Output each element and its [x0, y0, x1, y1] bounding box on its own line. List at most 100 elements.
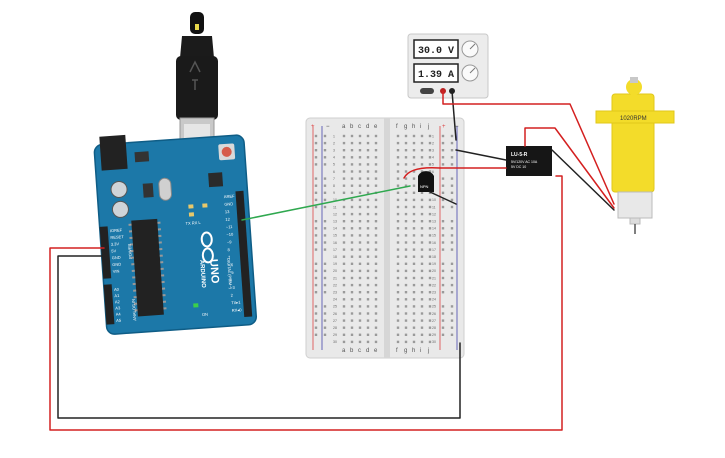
breadboard-hole[interactable]	[342, 248, 346, 251]
breadboard-hole[interactable]	[358, 291, 362, 294]
rail-hole[interactable]	[441, 312, 445, 315]
npn-transistor[interactable]: NPN	[418, 171, 434, 192]
breadboard-hole[interactable]	[412, 141, 416, 145]
breadboard-hole[interactable]	[404, 276, 408, 280]
breadboard-hole[interactable]	[420, 248, 424, 251]
breadboard-hole[interactable]	[342, 212, 346, 216]
rail-hole[interactable]	[323, 198, 327, 202]
rail-hole[interactable]	[441, 326, 445, 329]
breadboard-hole[interactable]	[428, 255, 432, 258]
breadboard-hole[interactable]	[420, 212, 424, 216]
rail-hole[interactable]	[441, 248, 445, 251]
breadboard-hole[interactable]	[366, 255, 370, 258]
rail-hole[interactable]	[441, 156, 445, 159]
breadboard-hole[interactable]	[374, 255, 378, 258]
breadboard-hole[interactable]	[350, 241, 354, 244]
rail-hole[interactable]	[450, 241, 454, 244]
reset-button[interactable]	[221, 146, 232, 158]
breadboard-hole[interactable]	[396, 227, 400, 230]
breadboard-hole[interactable]	[358, 312, 362, 315]
breadboard-hole[interactable]	[420, 241, 424, 244]
breadboard-hole[interactable]	[342, 326, 346, 329]
breadboard-hole[interactable]	[374, 248, 378, 251]
breadboard-hole[interactable]	[404, 205, 408, 209]
breadboard-hole[interactable]	[374, 227, 378, 230]
breadboard-hole[interactable]	[420, 298, 424, 301]
breadboard-hole[interactable]	[366, 212, 370, 216]
breadboard-hole[interactable]	[412, 191, 416, 194]
breadboard-hole[interactable]	[420, 255, 424, 258]
rail-hole[interactable]	[323, 227, 327, 230]
breadboard-hole[interactable]	[350, 298, 354, 301]
breadboard-hole[interactable]	[404, 262, 408, 265]
breadboard-hole[interactable]	[374, 220, 378, 223]
rail-hole[interactable]	[323, 205, 327, 209]
breadboard-hole[interactable]	[404, 141, 408, 145]
breadboard-hole[interactable]	[350, 191, 354, 194]
rail-hole[interactable]	[450, 227, 454, 230]
breadboard-hole[interactable]	[358, 184, 362, 187]
breadboard-hole[interactable]	[350, 291, 354, 294]
breadboard-hole[interactable]	[342, 177, 346, 180]
breadboard-hole[interactable]	[420, 198, 424, 202]
breadboard-hole[interactable]	[342, 227, 346, 230]
rail-hole[interactable]	[314, 134, 318, 138]
breadboard-hole[interactable]	[404, 291, 408, 294]
breadboard-hole[interactable]	[404, 333, 408, 336]
rail-hole[interactable]	[314, 312, 318, 315]
rail-hole[interactable]	[450, 248, 454, 251]
breadboard-hole[interactable]	[342, 234, 346, 237]
rail-hole[interactable]	[323, 234, 327, 237]
breadboard-hole[interactable]	[350, 184, 354, 187]
breadboard-hole[interactable]	[420, 220, 424, 223]
rail-hole[interactable]	[441, 234, 445, 237]
breadboard-hole[interactable]	[404, 134, 408, 138]
rail-hole[interactable]	[441, 227, 445, 230]
breadboard-hole[interactable]	[358, 319, 362, 322]
breadboard-hole[interactable]	[358, 326, 362, 329]
wire-black-transistor[interactable]	[429, 191, 457, 205]
breadboard-hole[interactable]	[366, 234, 370, 237]
breadboard-hole[interactable]	[396, 205, 400, 209]
rail-hole[interactable]	[314, 319, 318, 322]
breadboard-hole[interactable]	[404, 227, 408, 230]
breadboard-hole[interactable]	[342, 262, 346, 265]
rail-hole[interactable]	[441, 319, 445, 322]
breadboard-hole[interactable]	[374, 283, 378, 287]
breadboard-hole[interactable]	[428, 248, 432, 251]
breadboard-hole[interactable]	[350, 340, 354, 344]
breadboard-hole[interactable]	[404, 156, 408, 159]
breadboard-hole[interactable]	[412, 227, 416, 230]
breadboard-hole[interactable]	[396, 305, 400, 308]
rail-hole[interactable]	[314, 177, 318, 180]
breadboard-hole[interactable]	[420, 227, 424, 230]
rail-hole[interactable]	[441, 291, 445, 294]
breadboard-hole[interactable]	[412, 291, 416, 294]
breadboard-hole[interactable]	[412, 184, 416, 187]
breadboard-hole[interactable]	[342, 149, 346, 152]
breadboard-hole[interactable]	[342, 305, 346, 308]
breadboard-hole[interactable]	[396, 269, 400, 273]
breadboard-hole[interactable]	[428, 291, 432, 294]
breadboard-hole[interactable]	[412, 134, 416, 138]
breadboard-hole[interactable]	[374, 156, 378, 159]
power-supply[interactable]: 30.0 V 1.39 A	[407, 33, 489, 99]
breadboard-hole[interactable]	[358, 248, 362, 251]
breadboard-hole[interactable]	[374, 269, 378, 273]
breadboard-hole[interactable]	[350, 220, 354, 223]
breadboard-hole[interactable]	[366, 319, 370, 322]
rail-hole[interactable]	[450, 234, 454, 237]
breadboard-hole[interactable]	[428, 241, 432, 244]
breadboard-hole[interactable]	[342, 340, 346, 344]
breadboard-hole[interactable]	[358, 276, 362, 280]
rail-hole[interactable]	[323, 312, 327, 315]
breadboard-hole[interactable]	[358, 149, 362, 152]
breadboard-hole[interactable]	[404, 170, 408, 173]
breadboard-hole[interactable]	[396, 234, 400, 237]
breadboard-hole[interactable]	[358, 333, 362, 336]
breadboard-hole[interactable]	[374, 141, 378, 145]
breadboard-hole[interactable]	[342, 269, 346, 273]
breadboard-hole[interactable]	[358, 177, 362, 180]
breadboard-hole[interactable]	[342, 241, 346, 244]
